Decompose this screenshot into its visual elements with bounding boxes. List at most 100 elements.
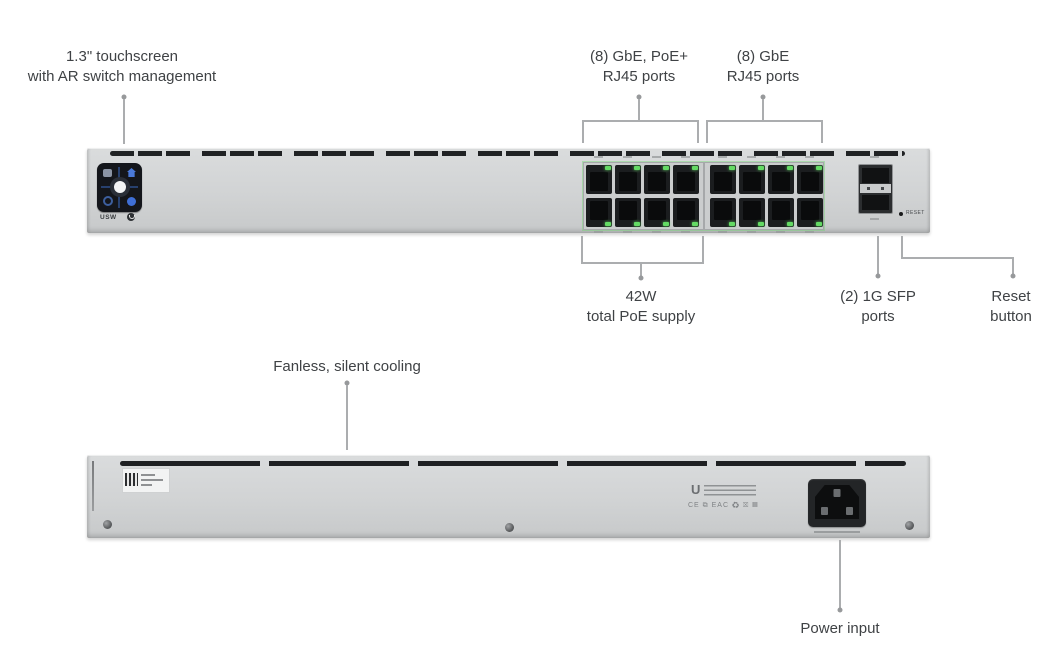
callout-sfp-ports-line1: (2) 1G SFP: [840, 288, 916, 305]
port-led: [663, 222, 669, 226]
rj45-port: [710, 165, 736, 194]
callout-dot: [344, 380, 350, 386]
callout-line: [638, 99, 640, 121]
rj45-port: [586, 198, 612, 227]
reset-button: [899, 212, 903, 216]
screen-center-button: [109, 177, 130, 197]
power-inlet: [808, 479, 866, 527]
ubiquiti-logo-icon: U: [691, 482, 701, 497]
port-led: [605, 166, 611, 170]
sticker-text-line: [141, 484, 152, 486]
callout-gbe-ports: (8) GbE RJ45 ports: [727, 47, 800, 87]
callout-cooling: Fanless, silent cooling: [273, 357, 421, 377]
screen-stats-icon: [103, 169, 112, 177]
callout-touchscreen-line2: with AR switch management: [27, 67, 217, 85]
qr-code-icon: [125, 473, 138, 486]
certification-marks: CE ⧉ EAC ♻ ☒ ▦: [688, 502, 759, 509]
callout-reset: Reset button: [990, 287, 1032, 327]
callout-line: [877, 236, 879, 274]
power-pin: [846, 507, 853, 515]
port-led: [634, 166, 640, 170]
front-vents: [110, 151, 905, 156]
rj45-port-block: [583, 162, 824, 230]
rj45-port: [644, 198, 670, 227]
callout-dot: [837, 607, 843, 613]
callout-reset-line1: Reset: [991, 288, 1031, 305]
callout-line: [123, 99, 125, 144]
callout-poe-supply: 42W total PoE supply: [587, 287, 695, 327]
rj45-port: [797, 165, 823, 194]
callout-power-input-line1: Power input: [800, 620, 880, 637]
callout-poe-ports-line2: RJ45 ports: [602, 67, 676, 85]
rj45-port: [710, 198, 736, 227]
port-led: [729, 166, 735, 170]
callout-poe-supply-line2: total PoE supply: [586, 307, 696, 325]
callout-line: [901, 236, 903, 257]
sticker-text-line: [141, 479, 163, 481]
switch-back-panel: U CE ⧉ EAC ♻ ☒ ▦: [87, 455, 930, 538]
callout-reset-line2: button: [990, 307, 1032, 325]
callout-line: [762, 99, 764, 121]
callout-line-elbow: [901, 257, 1014, 276]
rj45-port: [739, 165, 765, 194]
port-led: [816, 166, 822, 170]
callout-gbe-ports-line1: (8) GbE: [736, 48, 790, 65]
reset-label: RESET: [906, 210, 925, 216]
screen-status-icon: [127, 197, 136, 206]
touchscreen: [97, 163, 142, 212]
callout-touchscreen: 1.3" touchscreen with AR switch manageme…: [28, 47, 216, 87]
callout-dot: [760, 94, 766, 100]
port-number-mark: [776, 156, 785, 158]
rj45-port: [615, 198, 641, 227]
port-number-mark: [747, 156, 756, 158]
callout-poe-ports-line1: (8) GbE, PoE+: [590, 48, 688, 65]
sfp-cage: [858, 164, 893, 214]
port-number-mark: [652, 156, 661, 158]
callout-dot: [636, 94, 642, 100]
serial-sticker: [122, 468, 170, 493]
port-led: [605, 222, 611, 226]
callout-touchscreen-line1: 1.3" touchscreen: [65, 48, 179, 65]
screen-home-icon: [127, 168, 136, 177]
port-led: [787, 166, 793, 170]
model-info-text: [704, 485, 756, 497]
callout-bracket-gbe: [706, 120, 823, 143]
port-number-mark: [652, 231, 661, 233]
ubiquiti-logo-icon: [127, 213, 135, 221]
rj45-port: [644, 165, 670, 194]
port-led: [758, 166, 764, 170]
port-number-mark: [623, 231, 632, 233]
rj45-port: [768, 198, 794, 227]
rj45-port: [797, 198, 823, 227]
port-number-mark: [623, 156, 632, 158]
callout-dot: [1010, 273, 1016, 279]
port-number-mark: [747, 231, 756, 233]
sfp-port-mark: [870, 156, 879, 158]
callout-bracket-poe: [582, 120, 699, 143]
port-number-mark: [681, 156, 690, 158]
callout-line: [839, 540, 841, 608]
callout-dot: [638, 275, 644, 281]
rj45-port: [768, 165, 794, 194]
sfp-latch: [860, 184, 891, 193]
callout-poe-supply-line1: 42W: [625, 288, 657, 305]
port-number-mark: [718, 156, 727, 158]
port-led: [816, 222, 822, 226]
screw: [905, 521, 914, 530]
port-number-mark: [805, 156, 814, 158]
port-number-mark: [718, 231, 727, 233]
port-led: [729, 222, 735, 226]
callout-bracket-poe-supply: [581, 236, 704, 264]
callout-sfp-ports: (2) 1G SFP ports: [840, 287, 916, 327]
port-led: [692, 222, 698, 226]
callout-line: [346, 385, 348, 450]
port-led: [787, 222, 793, 226]
screen-gauge-icon: [103, 196, 113, 206]
panel-edge-shadow: [92, 461, 94, 511]
rj45-port: [673, 165, 699, 194]
power-rating-text: [814, 531, 860, 533]
power-pin: [821, 507, 828, 515]
screw: [103, 520, 112, 529]
callout-cooling-line1: Fanless, silent cooling: [273, 358, 421, 375]
